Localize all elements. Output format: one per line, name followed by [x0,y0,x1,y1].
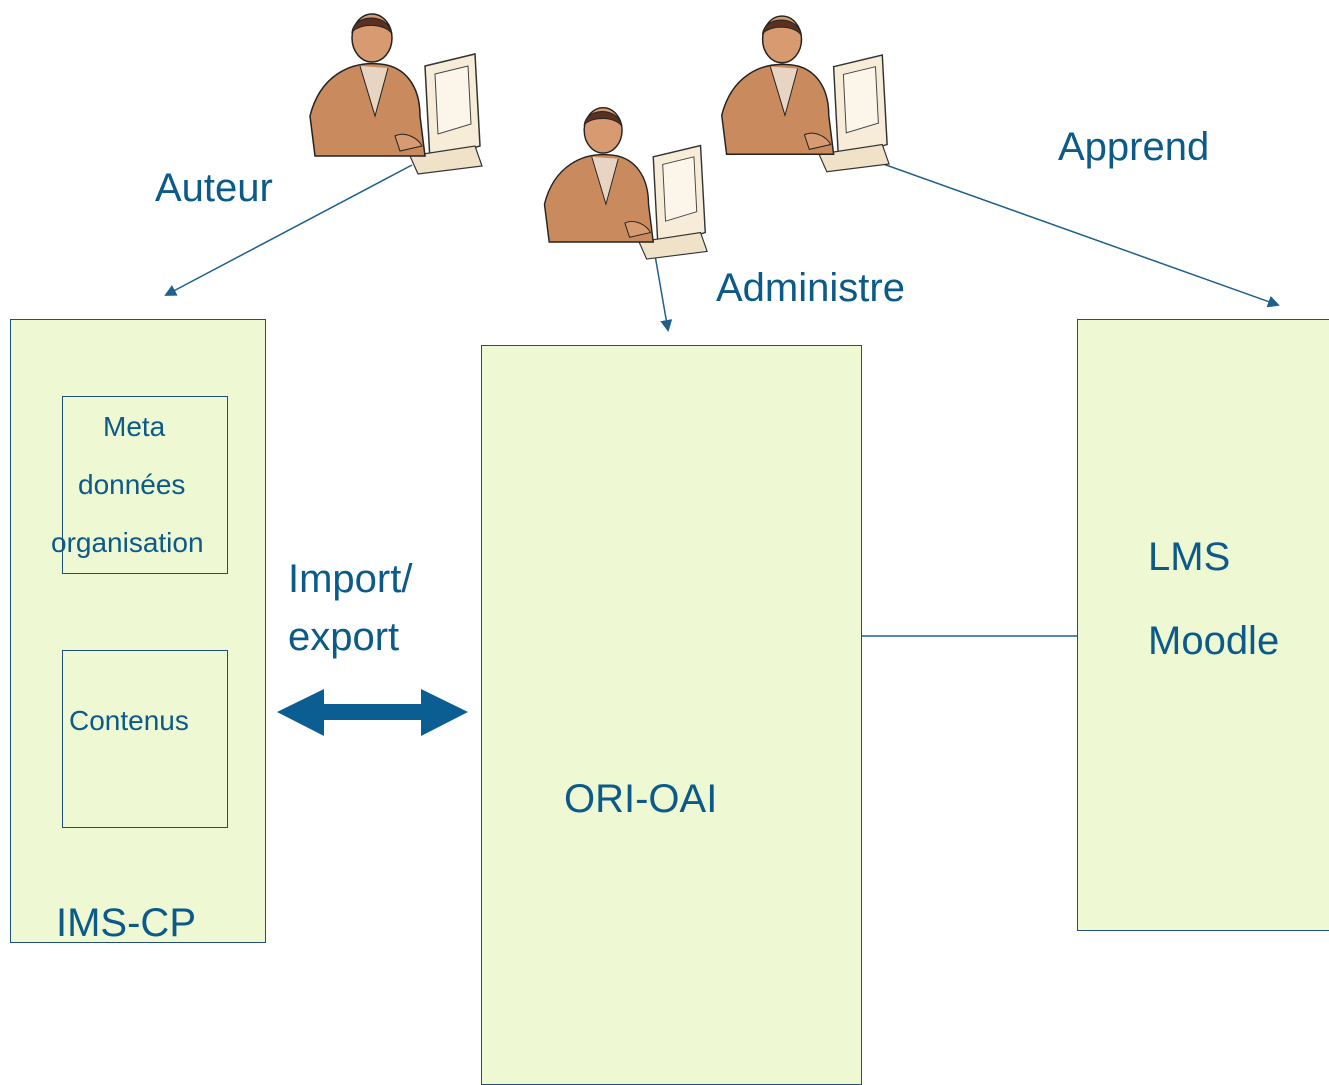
content-box: Contenus [62,650,228,828]
ori-oai-box: ORI-OAI [481,345,862,1085]
author-label: Auteur [155,166,273,210]
author-arrow [164,164,413,296]
learner-label: Apprend [1058,125,1210,169]
lms-label: LMS [1148,535,1231,579]
export-label: export [288,615,400,659]
person-at-computer-icon [720,15,890,173]
import-label: Import/ [288,557,413,601]
moodle-label: Moodle [1148,619,1280,663]
person-at-computer-icon [543,106,708,260]
metadata-label-2: données [78,469,186,500]
ori-oai-title: ORI-OAI [564,777,718,821]
import-export-arrow [277,689,468,736]
person-at-computer-icon [309,13,483,175]
content-label: Contenus [69,705,189,736]
metadata-label-3: organisation [51,527,204,558]
learner-arrow [871,159,1280,308]
metadata-box: Meta données organisation [51,396,228,574]
ims-cp-title: IMS-CP [56,901,196,945]
administrator-label: Administre [716,266,905,310]
metadata-label-1: Meta [103,411,166,442]
ims-cp-box: Meta données organisation Contenus IMS-C… [10,319,266,943]
lms-box: LMS Moodle [1077,319,1329,931]
